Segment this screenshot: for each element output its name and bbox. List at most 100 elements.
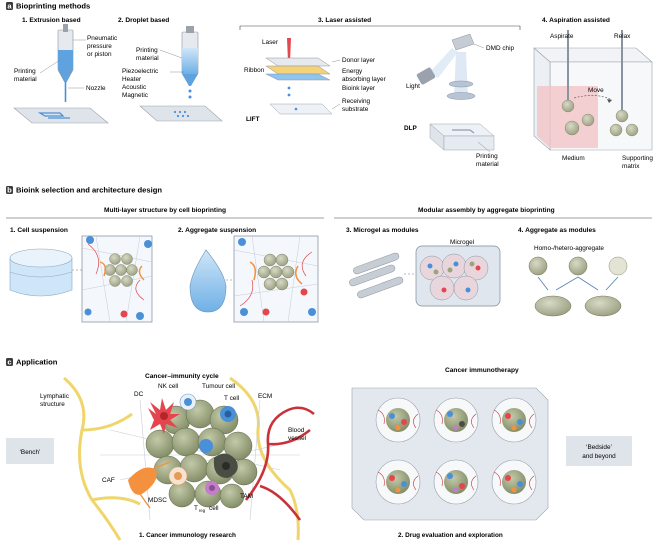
leader — [331, 103, 341, 110]
light-beam — [430, 48, 458, 78]
well — [433, 459, 479, 505]
droplet — [287, 93, 291, 97]
laser-beam — [287, 38, 291, 62]
well — [375, 459, 421, 505]
label-material: material — [476, 161, 499, 168]
group-right-title: Modular assembly by aggregate bioprintin… — [418, 207, 555, 214]
aggregate-modules — [528, 256, 628, 317]
panel-b2-title: 2. Aggregate suspension — [178, 227, 256, 234]
nk-cell — [179, 393, 197, 411]
label-magnetic: Magnetic — [122, 92, 149, 99]
microgel-zoom — [415, 245, 501, 307]
medium-region — [537, 86, 598, 148]
panel-a3-bracket — [239, 25, 521, 30]
aggregate — [609, 123, 623, 137]
well — [491, 397, 537, 443]
immunotherapy-title: Cancer immunotherapy — [445, 367, 519, 374]
projection-beam — [454, 52, 468, 96]
label-absorbing-layer: absorbing layer — [342, 76, 387, 83]
section-c-badge — [6, 358, 13, 366]
label-light: Light — [406, 83, 420, 90]
section-b-badge — [6, 186, 13, 194]
label-substrate: substrate — [342, 106, 369, 113]
droplet — [188, 89, 192, 93]
panel-extrusion: 1. Extrusion based Pneumatic pressure or… — [13, 17, 118, 124]
label-t-cell: T cell — [224, 395, 239, 402]
aggregate — [615, 109, 629, 123]
droplet — [287, 86, 291, 90]
label-structure: structure — [40, 401, 65, 408]
leader — [473, 43, 485, 49]
cell-suspension-zoom — [81, 235, 153, 323]
extrusion-nozzle-shape — [57, 69, 74, 83]
label-acoustic: Acoustic — [122, 84, 147, 91]
extrusion-bioink — [58, 50, 73, 70]
vat-front — [443, 135, 495, 151]
panel-a3-title: 3. Laser assisted — [318, 17, 371, 24]
leader — [331, 59, 341, 63]
aggregate — [561, 99, 575, 113]
cycle-title: Cancer–immunity cycle — [145, 373, 219, 380]
treg-cell — [205, 481, 219, 495]
bioink-layer — [265, 73, 331, 81]
droplet-cap — [186, 26, 194, 33]
leader — [477, 141, 491, 153]
label-piezoelectric: Piezoelectric — [122, 68, 159, 75]
caf-cell — [128, 461, 171, 509]
dmd-chip — [451, 33, 475, 51]
section-a-letter: a — [7, 2, 12, 11]
cell-suspension-dish — [9, 248, 73, 297]
bench-label: ‘Bench’ — [20, 449, 42, 456]
section-a-title: Bioprinting methods — [16, 2, 90, 11]
aggregate — [564, 120, 580, 136]
dc-cell — [148, 398, 180, 434]
move-arrow — [573, 95, 613, 101]
label-treg-subscript: reg — [199, 508, 206, 513]
label-nozzle: Nozzle — [86, 85, 106, 92]
label-lymphatic: Lymphatic — [40, 393, 70, 400]
panel-b1-title: 1. Cell suspension — [10, 227, 68, 234]
leader — [159, 49, 183, 59]
extrusion-piston — [63, 24, 68, 32]
label-tumour-cell: Tumour cell — [202, 383, 235, 390]
label-donor-layer: Donor layer — [342, 57, 376, 64]
panel-b3-title: 3. Microgel as modules — [346, 227, 419, 234]
group-left-title: Multi-layer structure by cell bioprintin… — [104, 207, 226, 214]
label-bioink-layer: Bioink layer — [342, 85, 376, 92]
bench-tag — [6, 438, 54, 464]
label-tam: TAM — [240, 493, 253, 500]
label-dmd-chip: DMD chip — [486, 45, 514, 52]
microgel-rods — [349, 252, 404, 299]
section-c-title: Application — [16, 358, 58, 367]
well — [433, 397, 479, 443]
lens — [448, 80, 474, 88]
label-nk-cell: NK cell — [158, 383, 178, 390]
panel-laser: 3. Laser assisted Laser Donor layer Ribb… — [239, 17, 521, 168]
label-dlp: DLP — [404, 125, 418, 132]
aspiration-box-top — [533, 47, 653, 63]
move-arrowhead — [607, 99, 612, 103]
section-c: c Application ‘Bench’ Lymphatic structur… — [6, 358, 632, 541]
t-cell — [220, 406, 236, 422]
label-medium: Medium — [562, 155, 585, 162]
lymphatic-vessel — [63, 376, 141, 541]
label-energy: Energy — [342, 68, 363, 75]
aggregate-suspension-zoom — [233, 235, 319, 323]
label-dc: DC — [134, 391, 144, 398]
receiving-substrate — [269, 103, 333, 115]
panel-aspiration: 4. Aspiration assisted Aspirate Relax Mo… — [533, 17, 653, 170]
section-c-letter: c — [7, 358, 11, 367]
bedside-label: ‘Bedside’ — [586, 444, 613, 451]
label-caf: CAF — [102, 477, 115, 484]
leader — [39, 59, 61, 74]
tam-cell — [213, 453, 238, 478]
light-source — [416, 67, 436, 85]
panel-a2-title: 2. Droplet based — [118, 17, 169, 24]
wells — [375, 397, 537, 505]
panel-droplet: 2. Droplet based Printing material Piezo… — [118, 17, 223, 122]
aggregate-suspension-drop — [189, 249, 227, 313]
energy-absorbing-layer — [265, 65, 331, 75]
donor-layer — [265, 57, 331, 67]
label-treg-cell: cell — [209, 505, 219, 512]
